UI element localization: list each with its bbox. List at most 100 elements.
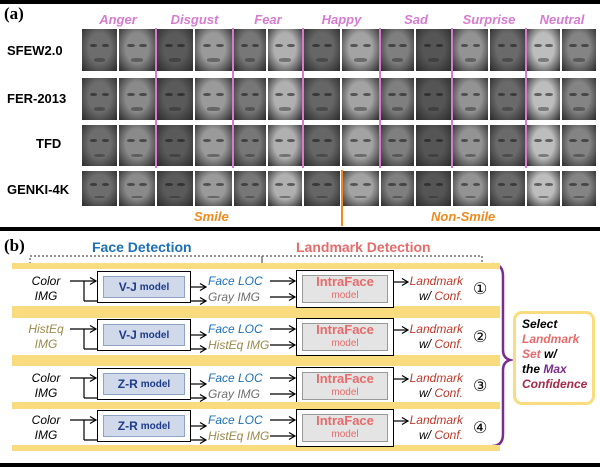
landmark-label: Landmark: [409, 322, 463, 336]
face-image: [82, 29, 117, 71]
detector-suffix: model: [140, 420, 171, 432]
pipeline-number: ②: [473, 329, 488, 346]
face-image: [381, 78, 414, 120]
landmark-label: Landmark: [409, 371, 463, 385]
emotion-separator: [379, 28, 381, 168]
face-image: [381, 171, 414, 206]
detector-name: Z-R: [117, 419, 138, 433]
face-loc-label: Face LOC: [208, 413, 263, 427]
select-max-confidence-box: Select Landmark Set w/ the Max Confidenc…: [513, 311, 595, 405]
bottom-rule: [0, 463, 600, 467]
face-image: [490, 171, 525, 206]
intraface-name: IntraFace: [316, 274, 374, 289]
top-rule: [0, 0, 600, 4]
select-line5: Confidence: [522, 377, 588, 391]
select-line3a: Set: [522, 347, 541, 361]
landmark-label: Landmark: [409, 274, 463, 288]
intraface-name: IntraFace: [316, 413, 374, 428]
converted-image-label: Gray IMG: [208, 387, 261, 401]
confidence-word: Conf.: [434, 337, 463, 351]
face-image: [157, 171, 193, 206]
face-image: [195, 78, 232, 120]
emotion-header-disgust: Disgust: [170, 12, 219, 27]
confidence-word: Conf.: [434, 289, 463, 303]
face-image: [195, 29, 232, 71]
face-image: [304, 29, 340, 71]
emotion-header-sad: Sad: [404, 12, 428, 27]
detector-name: V-J: [118, 280, 137, 294]
row-strip: [12, 402, 500, 408]
face-image: [82, 125, 117, 166]
face-image: [195, 171, 232, 206]
row-strip: [12, 263, 500, 269]
input-image-word: IMG: [34, 289, 58, 303]
face-image: [416, 78, 451, 120]
emotion-separator: [302, 28, 304, 168]
select-line2: Landmark: [522, 332, 580, 346]
emotion-header-happy: Happy: [321, 12, 362, 27]
face-loc-label: Face LOC: [208, 322, 263, 336]
face-image: [527, 171, 560, 206]
confidence-label: w/ Conf.: [405, 337, 463, 352]
face-image: [268, 125, 302, 166]
face-image: [342, 78, 379, 120]
converted-image-label: HistEq IMG: [208, 338, 270, 352]
face-image: [416, 171, 451, 206]
face-image: [453, 29, 488, 71]
face-image: [527, 125, 560, 166]
face-image: [195, 125, 232, 166]
input-image-word: IMG: [34, 428, 58, 442]
face-detection-title: Face Detection: [92, 239, 192, 255]
confidence-word: Conf.: [434, 386, 463, 400]
row-strip: [12, 312, 500, 318]
converted-image-label: HistEq IMG: [208, 429, 270, 443]
face-image: [119, 125, 155, 166]
face-image: [119, 78, 155, 120]
face-image: [304, 171, 340, 206]
intraface-suffix: model: [331, 338, 359, 349]
face-loc-label: Face LOC: [208, 371, 263, 385]
input-image-type: HistEq: [28, 322, 64, 336]
face-image: [157, 78, 193, 120]
confidence-prefix: w/: [418, 289, 431, 303]
emotion-header-neutral: Neutral: [539, 12, 585, 27]
face-image: [416, 125, 451, 166]
intraface-name: IntraFace: [316, 371, 374, 386]
emotion-separator: [451, 28, 453, 168]
dataset-label-tfd: TFD: [36, 136, 62, 151]
face-image: [304, 125, 340, 166]
select-line1: Select: [522, 317, 558, 331]
face-image: [268, 29, 302, 71]
face-image: [234, 125, 266, 166]
row-strip: [12, 306, 500, 312]
confidence-prefix: w/: [418, 428, 431, 442]
face-image: [234, 29, 266, 71]
face-image: [562, 78, 596, 120]
face-image: [453, 125, 488, 166]
face-image: [562, 171, 596, 206]
panel-divider: [0, 227, 600, 231]
detector-suffix: model: [139, 281, 170, 293]
dataset-label-genki: GENKI-4K: [7, 182, 70, 197]
select-line3b: w/: [544, 347, 557, 361]
intraface-suffix: model: [331, 290, 359, 301]
pipeline-number: ④: [473, 420, 488, 437]
smile-label: Smile: [194, 209, 229, 224]
input-image-word: IMG: [34, 337, 58, 351]
intraface-name: IntraFace: [316, 322, 374, 337]
face-image: [119, 29, 155, 71]
select-line4a: the: [522, 362, 540, 376]
